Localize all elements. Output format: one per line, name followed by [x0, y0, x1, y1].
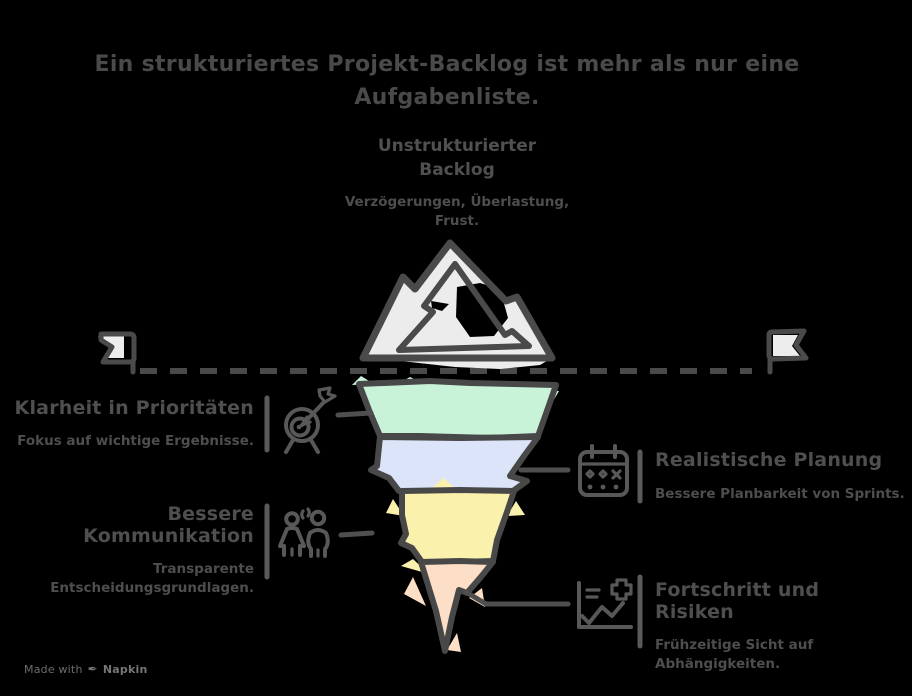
top-label-subtitle: Verzögerungen, Überlastung, Frust. — [344, 194, 570, 229]
layer-planning — [368, 434, 541, 495]
layer-clarity — [356, 378, 559, 441]
callout-communication-subtitle: Transparente Entscheidungsgrundlagen. — [50, 561, 254, 596]
credit-prefix: Made with — [24, 662, 83, 676]
callout-planning: Realistische Planung Bessere Planbarkeit… — [655, 449, 905, 504]
iceberg-above-water — [359, 239, 556, 369]
callout-communication: Bessere Kommunikation Transparente Entsc… — [14, 503, 254, 598]
left-flag-icon — [98, 331, 137, 375]
callout-progress-subtitle: Frühzeitige Sicht auf Abhängigkeiten. — [655, 637, 814, 672]
callout-communication-title: Bessere Kommunikation — [83, 503, 254, 547]
two-people-talking-icon — [278, 507, 330, 558]
callout-planning-subtitle: Bessere Planbarkeit von Sprints. — [655, 486, 905, 502]
connector-communication — [338, 530, 375, 538]
layer-communication — [398, 487, 517, 565]
callout-priorities: Klarheit in Prioritäten Fokus auf wichti… — [14, 397, 254, 451]
iceberg-below-water — [352, 376, 559, 654]
connector-priorities — [335, 410, 374, 418]
connector-progress — [463, 589, 571, 607]
target-dart-icon — [284, 386, 337, 454]
layer-progress — [418, 558, 496, 654]
callout-priorities-title: Klarheit in Prioritäten — [14, 397, 254, 419]
right-flag-icon — [766, 328, 809, 375]
mountain-inner-outline — [396, 261, 532, 353]
mountain-outer-outline — [359, 239, 556, 362]
credit-brand: Napkin — [102, 662, 148, 676]
callout-progress-title: Fortschritt und Risiken — [655, 579, 820, 623]
callout-priorities-subtitle: Fokus auf wichtige Ergebnisse. — [17, 433, 254, 449]
napkin-credit: Made with ✒ Napkin — [24, 662, 148, 676]
callout-progress: Fortschritt und Risiken Frühzeitige Sich… — [655, 579, 840, 674]
page-title: Ein strukturiertes Projekt-Backlog ist m… — [94, 52, 800, 110]
pen-nib-icon: ✒ — [87, 662, 98, 676]
callout-planning-title: Realistische Planung — [655, 449, 883, 471]
progress-chart-icon — [577, 578, 633, 629]
calendar-icon — [578, 444, 629, 497]
top-label-title: Unstrukturierter Backlog — [377, 136, 537, 180]
